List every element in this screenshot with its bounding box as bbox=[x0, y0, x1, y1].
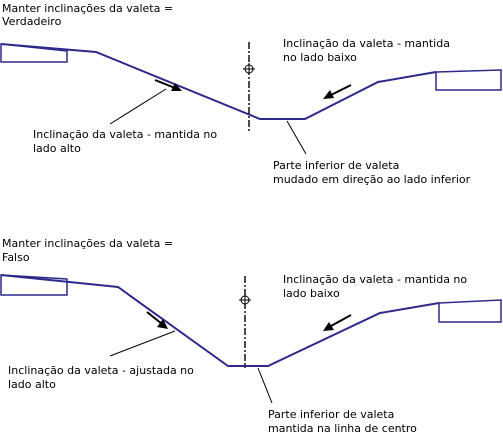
top-centerline-marker-icon bbox=[243, 63, 255, 75]
top-title-line1: Manter inclinações da valeta = bbox=[2, 2, 173, 15]
bottom-centerline-marker-icon bbox=[239, 294, 251, 306]
top-high-side-arrow-icon bbox=[154, 79, 182, 91]
bottom-low-side-label-line2: lado baixo bbox=[283, 287, 340, 300]
bottom-bottom-label-line2: mantida na linha de centro bbox=[268, 422, 417, 435]
top-low-side-label-line2: no lado baixo bbox=[283, 51, 357, 64]
top-title-line2: Verdadeiro bbox=[2, 15, 62, 28]
top-high-side-label-line2: lado alto bbox=[33, 142, 81, 155]
bottom-high-side-label-line1: Inclinação da valeta - ajustada no bbox=[8, 364, 194, 377]
bottom-high-side-arrow-icon bbox=[146, 311, 168, 329]
bottom-title-line1: Manter inclinações da valeta = bbox=[2, 237, 173, 250]
diagram-top: Manter inclinações da valeta = Verdadeir… bbox=[0, 2, 502, 186]
top-bottom-label-line1: Parte inferior de valeta bbox=[273, 159, 399, 172]
top-high-side-leader bbox=[109, 88, 167, 125]
bottom-title-line2: Falso bbox=[2, 251, 30, 264]
bottom-bottom-leader bbox=[257, 367, 273, 404]
bottom-bottom-label-line1: Parte inferior de valeta bbox=[268, 408, 394, 421]
bottom-low-side-label-line1: Inclinação da valeta - mantida no bbox=[283, 273, 467, 286]
top-ditch-profile bbox=[0, 43, 437, 120]
bottom-right-pavement bbox=[438, 299, 502, 323]
top-low-side-label-line1: Inclinação da valeta - mantida bbox=[283, 37, 450, 50]
top-right-pavement bbox=[435, 69, 502, 91]
diagram-bottom: Manter inclinações da valeta = Falso bbox=[0, 237, 502, 435]
bottom-high-side-leader bbox=[109, 330, 176, 357]
top-low-side-arrow-icon bbox=[323, 84, 352, 99]
top-bottom-leader bbox=[286, 120, 307, 155]
top-high-side-label-line1: Inclinação da valeta - mantida no bbox=[33, 128, 217, 141]
bottom-low-side-arrow-icon bbox=[323, 314, 352, 331]
top-bottom-label-line2: mudado em direção ao lado inferior bbox=[273, 173, 471, 186]
bottom-high-side-label-line2: lado alto bbox=[8, 378, 56, 391]
bottom-ditch-profile bbox=[0, 274, 440, 367]
